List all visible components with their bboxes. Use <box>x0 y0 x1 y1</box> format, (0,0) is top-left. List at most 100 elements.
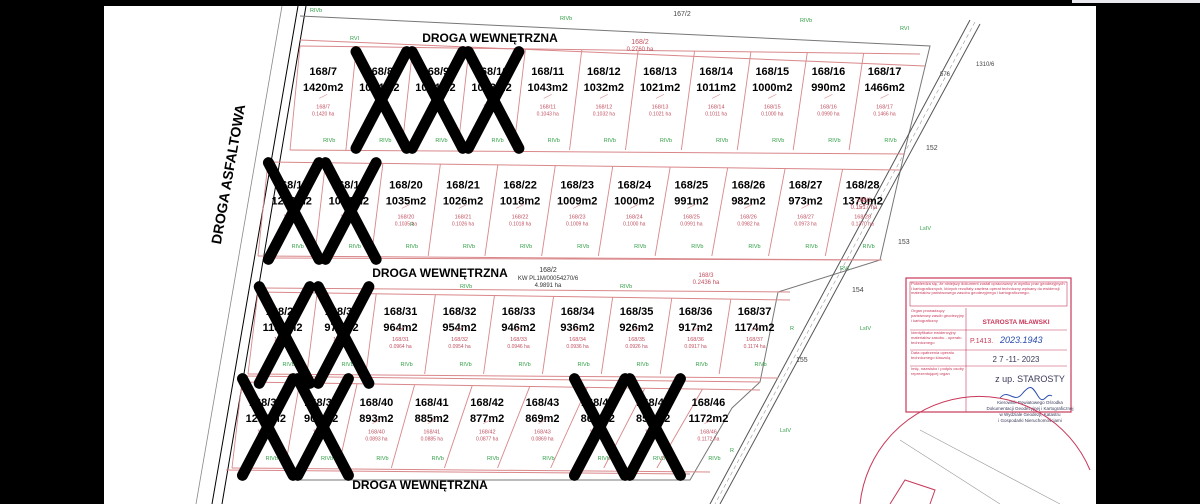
parcel-area: 954m2 <box>442 322 476 334</box>
parcel-divider <box>824 169 843 257</box>
row-bottom-line <box>257 255 883 261</box>
parcel-id: 168/42 <box>470 397 504 409</box>
parcel-sub-area: 0.0982 ha <box>737 221 759 227</box>
parcel-area: 1370m2 <box>842 195 882 207</box>
soil-class-label: RIVb <box>518 362 530 368</box>
parcel-sub-area: 0.0917 ha <box>684 344 706 350</box>
parcel-sub-area: 0.1032 ha <box>593 111 615 117</box>
parcel-divider <box>792 52 808 151</box>
parcel-id: 168/17 <box>868 66 902 78</box>
soil-class-label: RIVb <box>548 138 560 144</box>
soil-class-label: RIVb <box>459 362 471 368</box>
parcel-divider <box>541 296 555 375</box>
neighbor-number-153: 153 <box>898 239 910 246</box>
parcel-area: 946m2 <box>501 322 535 334</box>
soil-class-label: RIVb <box>636 362 648 368</box>
asphalt-road-edge-outer <box>211 5 299 504</box>
parcel-sub-id: 168/23 <box>569 214 586 220</box>
parcel-id: 168/33 <box>502 306 536 318</box>
soil-class-label: RIVb <box>748 244 760 250</box>
parcel-sub-id: 168/40 <box>368 430 385 436</box>
soil-class-label: RIVb <box>716 138 728 144</box>
soil-class-label: RIVb <box>695 362 707 368</box>
parcel-sub-area: 0.1370 ha <box>852 221 874 227</box>
signature-mark <box>999 387 1053 401</box>
parcel-divider <box>625 50 639 151</box>
parcel-sub-id: 168/12 <box>595 104 612 110</box>
parcel-id: 168/28 <box>846 179 880 191</box>
parcel-sub-area: 0.0946 ha <box>507 344 529 350</box>
soil-class-marker: RIVb <box>800 18 812 24</box>
soil-class-label: RIVb <box>828 138 840 144</box>
parcel-area: 1043m2 <box>528 82 568 94</box>
parcel-arrow <box>632 326 641 332</box>
parcel-divider <box>711 167 729 257</box>
cross-stroke <box>624 373 686 481</box>
parcel-id: 168/32 <box>443 306 477 318</box>
stamp-id-prefix: P.1413. <box>970 338 993 345</box>
parcel-arrow <box>319 94 328 99</box>
asphalt-road-edge-3 <box>195 5 283 504</box>
parcel-id: 168/46 <box>692 397 726 409</box>
soil-class-marker: R <box>410 222 414 228</box>
parcel-arrow <box>427 419 436 424</box>
cross-stroke <box>462 46 525 154</box>
soil-class-label: RIVb <box>379 138 391 144</box>
soil-class-label: RIVb <box>282 362 294 368</box>
stamp-signer-label: Imię, nazwisko i podpis osoby reprezentu… <box>911 367 964 376</box>
official-stamp: Potwierdza się, że niniejszy dokument zo… <box>905 277 1074 423</box>
parcel-sub-area: 0.1174 ha <box>744 344 766 350</box>
parcel-id: 168/15 <box>755 66 789 78</box>
stamp-id-label: Identyfikator ewidencyjny materiałów zas… <box>911 331 962 345</box>
soil-class-label: RIVb <box>660 138 672 144</box>
parcel-sub-id: 168/28 <box>854 214 871 220</box>
parcel-id: 168/7 <box>309 66 337 78</box>
middle-road-parcel-id: 168/2 <box>539 267 557 274</box>
parcel-arrow <box>482 419 492 424</box>
stamp-id-value: 2023.1943 <box>999 335 1043 345</box>
parcel-area: 1011m2 <box>696 82 736 94</box>
parcel-sub-area: 0.0869 ha <box>531 437 553 443</box>
parcel-arrow <box>744 204 753 209</box>
soil-class-label: RIVb <box>884 138 896 144</box>
parcel-sub-id: 168/24 <box>626 214 643 220</box>
parcel-divider <box>768 168 786 257</box>
parcel-divider <box>345 46 357 151</box>
parcel-area: 1026m2 <box>443 195 483 207</box>
parcel-sub-id: 168/11 <box>540 104 556 110</box>
row-bottom-line <box>289 149 906 155</box>
parcel-sub-id: 168/26 <box>740 214 757 220</box>
top-margin <box>104 0 1096 6</box>
parcel-id: 168/14 <box>699 66 734 78</box>
parcel-sub-id: 168/46 <box>700 430 717 436</box>
parcel-divider <box>569 49 583 151</box>
parcel-arrow <box>687 204 696 209</box>
parcel-arrow <box>458 204 468 209</box>
parcel-area: 1009m2 <box>557 195 597 207</box>
parcel-area: 1000m2 <box>752 82 792 94</box>
parcel-arrow <box>630 204 639 209</box>
soil-class-label: RIVb <box>577 362 589 368</box>
neighbor-number-576: 576 <box>940 72 951 78</box>
cross-stroke <box>236 373 299 481</box>
parcel-arrow <box>691 326 700 332</box>
parcel-id: 168/35 <box>620 306 654 318</box>
parcel-sub-id: 168/14 <box>708 104 725 110</box>
cross-stroke <box>292 373 354 481</box>
parcel-divider <box>718 299 732 375</box>
parcel-area: 917m2 <box>678 322 712 334</box>
parcel-divider <box>736 51 752 151</box>
side-road-dash <box>714 21 976 504</box>
road-label-top: DROGA WEWNĘTRZNA <box>422 31 558 45</box>
parcel-sub-id: 168/41 <box>423 430 440 436</box>
parcel-area: 964m2 <box>383 322 417 334</box>
parcel-sub-area: 0.1172 ha <box>698 437 720 443</box>
parcel-sub-id: 168/42 <box>479 430 496 436</box>
soil-class-marker: RVI <box>900 26 910 32</box>
parcel-sub-area: 0.1043 ha <box>537 111 559 117</box>
soil-class-label: RIVb <box>487 456 499 462</box>
parcel-divider <box>680 51 695 151</box>
soil-class-label: RIVb <box>520 244 532 250</box>
cross-stroke <box>406 46 469 154</box>
parcel-id: 168/11 <box>531 66 564 78</box>
